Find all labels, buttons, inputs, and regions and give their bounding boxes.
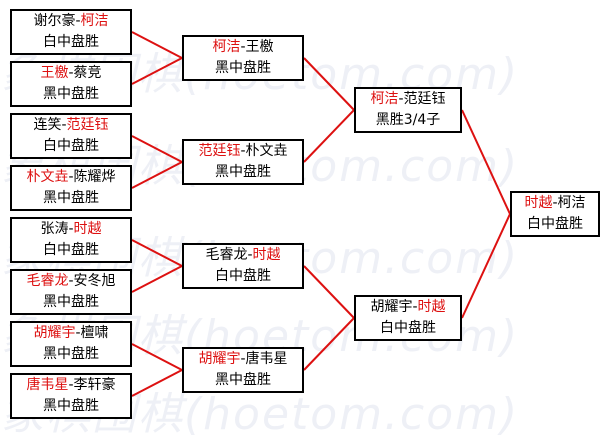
player-2: 朴文垚 xyxy=(245,143,288,159)
match-players: 柯洁-王檄 xyxy=(184,37,302,58)
match-players: 毛睿龙-安冬旭 xyxy=(12,271,130,292)
separator: - xyxy=(68,65,74,81)
player-1: 柯洁 xyxy=(212,39,241,55)
player-2: 安冬旭 xyxy=(73,273,116,289)
match-players: 范廷钰-朴文垚 xyxy=(184,141,302,162)
match-players: 唐韦星-李轩豪 xyxy=(12,375,130,396)
match-r3-2[interactable]: 胡耀宇-时越 白中盘胜 xyxy=(354,295,462,341)
match-r1-6[interactable]: 毛睿龙-安冬旭 黑中盘胜 xyxy=(10,269,132,315)
player-1: 朴文垚 xyxy=(26,169,69,185)
separator: - xyxy=(75,13,81,29)
player-1: 时越 xyxy=(524,195,553,211)
player-2: 范廷钰 xyxy=(403,91,446,107)
player-1: 连笑 xyxy=(33,117,62,133)
match-result: 白中盘胜 xyxy=(43,138,99,154)
match-players: 柯洁-范廷钰 xyxy=(356,89,460,110)
separator: - xyxy=(240,39,246,55)
match-players: 张涛-时越 xyxy=(12,219,130,240)
match-result: 白中盘胜 xyxy=(527,216,583,232)
match-final[interactable]: 时越-柯洁 白中盘胜 xyxy=(510,191,600,237)
player-2: 唐韦星 xyxy=(245,351,288,367)
match-result: 黑中盘胜 xyxy=(215,372,271,388)
match-result: 黑中盘胜 xyxy=(215,164,271,180)
match-players: 王檄-蔡竞 xyxy=(12,63,130,84)
match-r3-1[interactable]: 柯洁-范廷钰 黑胜3/4子 xyxy=(354,87,462,133)
player-2: 王檄 xyxy=(245,39,274,55)
match-r1-4[interactable]: 朴文垚-陈耀烨 黑中盘胜 xyxy=(10,165,132,211)
player-1: 胡耀宇 xyxy=(370,299,413,315)
player-2: 时越 xyxy=(73,221,102,237)
player-2: 柯洁 xyxy=(80,13,109,29)
player-1: 毛睿龙 xyxy=(205,247,248,263)
separator: - xyxy=(61,117,67,133)
match-result: 白中盘胜 xyxy=(380,320,436,336)
player-2: 柯洁 xyxy=(557,195,586,211)
match-players: 朴文垚-陈耀烨 xyxy=(12,167,130,188)
separator: - xyxy=(68,273,74,289)
match-r2-3[interactable]: 毛睿龙-时越 白中盘胜 xyxy=(182,243,304,289)
match-r1-3[interactable]: 连笑-范廷钰 白中盘胜 xyxy=(10,113,132,159)
player-1: 胡耀宇 xyxy=(198,351,241,367)
match-players: 连笑-范廷钰 xyxy=(12,115,130,136)
separator: - xyxy=(398,91,404,107)
player-2: 陈耀烨 xyxy=(73,169,116,185)
separator: - xyxy=(68,169,74,185)
match-r2-4[interactable]: 胡耀宇-唐韦星 黑中盘胜 xyxy=(182,347,304,393)
match-r2-2[interactable]: 范廷钰-朴文垚 黑中盘胜 xyxy=(182,139,304,185)
match-r1-1[interactable]: 谢尔豪-柯洁 白中盘胜 xyxy=(10,9,132,55)
match-result: 黑胜3/4子 xyxy=(375,112,441,128)
match-r1-8[interactable]: 唐韦星-李轩豪 黑中盘胜 xyxy=(10,373,132,419)
player-2: 蔡竞 xyxy=(73,65,102,81)
player-1: 谢尔豪 xyxy=(33,13,76,29)
player-1: 张涛 xyxy=(40,221,69,237)
match-result: 黑中盘胜 xyxy=(43,190,99,206)
match-players: 胡耀宇-檀啸 xyxy=(12,323,130,344)
separator: - xyxy=(240,143,246,159)
match-result: 黑中盘胜 xyxy=(215,60,271,76)
match-result: 白中盘胜 xyxy=(43,242,99,258)
separator: - xyxy=(68,221,74,237)
player-2: 时越 xyxy=(417,299,446,315)
match-result: 黑中盘胜 xyxy=(43,86,99,102)
separator: - xyxy=(75,325,81,341)
match-r1-7[interactable]: 胡耀宇-檀啸 黑中盘胜 xyxy=(10,321,132,367)
match-players: 胡耀宇-时越 xyxy=(356,297,460,318)
player-1: 毛睿龙 xyxy=(26,273,69,289)
match-result: 白中盘胜 xyxy=(43,34,99,50)
player-2: 檀啸 xyxy=(80,325,109,341)
separator: - xyxy=(68,377,74,393)
player-1: 胡耀宇 xyxy=(33,325,76,341)
match-players: 胡耀宇-唐韦星 xyxy=(184,349,302,370)
match-players: 毛睿龙-时越 xyxy=(184,245,302,266)
player-1: 王檄 xyxy=(40,65,69,81)
match-result: 白中盘胜 xyxy=(215,268,271,284)
match-result: 黑中盘胜 xyxy=(43,398,99,414)
separator: - xyxy=(240,351,246,367)
player-1: 柯洁 xyxy=(370,91,399,107)
player-1: 范廷钰 xyxy=(198,143,241,159)
tournament-bracket: 谢尔豪-柯洁 白中盘胜 王檄-蔡竞 黑中盘胜 连笑-范廷钰 白中盘胜 朴文垚-陈… xyxy=(10,9,600,419)
separator: - xyxy=(412,299,418,315)
player-1: 唐韦星 xyxy=(26,377,69,393)
separator: - xyxy=(552,195,558,211)
match-players: 谢尔豪-柯洁 xyxy=(12,11,130,32)
player-2: 范廷钰 xyxy=(66,117,109,133)
match-r1-5[interactable]: 张涛-时越 白中盘胜 xyxy=(10,217,132,263)
match-players: 时越-柯洁 xyxy=(512,193,598,214)
player-2: 时越 xyxy=(252,247,281,263)
match-result: 黑中盘胜 xyxy=(43,346,99,362)
match-r2-1[interactable]: 柯洁-王檄 黑中盘胜 xyxy=(182,35,304,81)
match-result: 黑中盘胜 xyxy=(43,294,99,310)
match-r1-2[interactable]: 王檄-蔡竞 黑中盘胜 xyxy=(10,61,132,107)
separator: - xyxy=(247,247,253,263)
player-2: 李轩豪 xyxy=(73,377,116,393)
